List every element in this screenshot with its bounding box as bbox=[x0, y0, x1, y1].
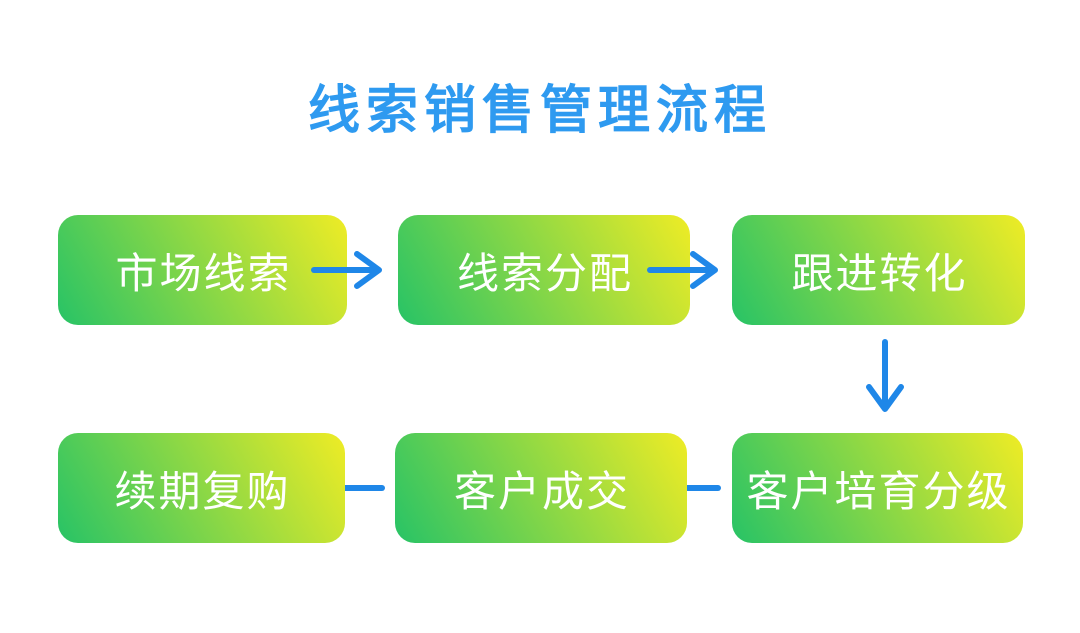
flow-box-label: 续期复购 bbox=[114, 467, 291, 515]
flow-box-label: 客户成交 bbox=[453, 467, 630, 515]
flow-box-label: 市场线索 bbox=[115, 249, 292, 297]
flow-box-customer-deal: 客户成交 bbox=[395, 433, 687, 543]
arrow-down-icon bbox=[863, 338, 907, 414]
arrow-right-icon bbox=[646, 248, 720, 292]
flow-box-follow-up-conversion: 跟进转化 bbox=[732, 215, 1025, 325]
flow-box-label: 跟进转化 bbox=[791, 249, 968, 297]
flow-box-renewal-repurchase: 续期复购 bbox=[58, 433, 345, 543]
flow-box-market-leads: 市场线索 bbox=[58, 215, 347, 325]
flow-box-customer-nurturing-grading: 客户培育分级 bbox=[732, 433, 1023, 543]
page-title: 线索销售管理流程 bbox=[307, 82, 772, 140]
flow-box-label: 线索分配 bbox=[456, 249, 633, 297]
flow-box-label: 客户培育分级 bbox=[746, 467, 1011, 515]
arrow-right-icon bbox=[310, 248, 384, 292]
flow-box-lead-assignment: 线索分配 bbox=[398, 215, 690, 325]
